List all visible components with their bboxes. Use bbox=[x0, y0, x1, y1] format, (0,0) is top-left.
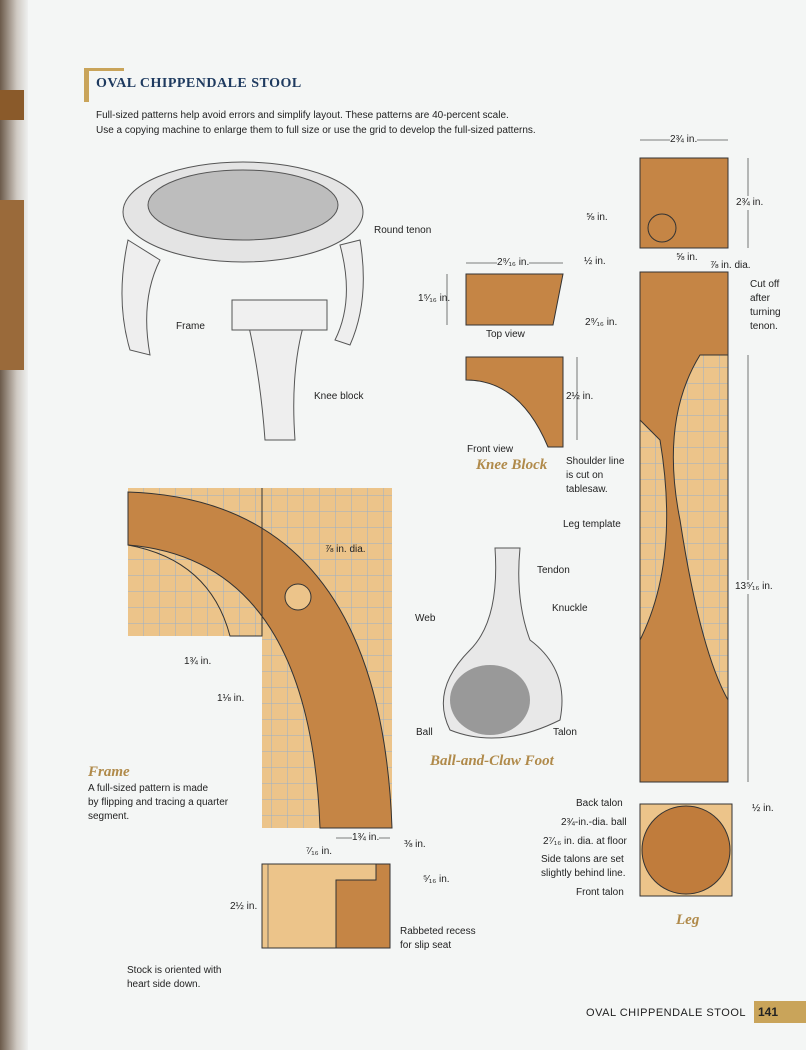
frame-dim-b: 1⅛ in. bbox=[217, 693, 245, 704]
profile-dim-b: ⅜ in. bbox=[404, 839, 426, 850]
profile-dim-a: ⁷⁄₁₆ in. bbox=[306, 846, 333, 857]
stock-note: Stock is oriented with heart side down. bbox=[127, 964, 222, 992]
leg-width: 2¾ in. bbox=[670, 133, 698, 147]
shoulder-note: Shoulder line is cut on tablesaw. bbox=[566, 455, 624, 497]
knee-block-caption: Knee Block bbox=[476, 457, 548, 473]
frame-caption: Frame bbox=[88, 764, 130, 780]
front-talon: Front talon bbox=[576, 887, 624, 898]
note-line: by flipping and tracing a quarter bbox=[88, 797, 229, 808]
page-title: OVAL CHIPPENDALE STOOL bbox=[96, 76, 302, 91]
note-line: A full-sized pattern is made bbox=[88, 783, 209, 794]
knee-height: 2½ in. bbox=[566, 391, 594, 402]
leg-foot-offset: ½ in. bbox=[752, 803, 774, 814]
foot-knuckle: Knuckle bbox=[552, 603, 588, 614]
floor-dia: 2⁷⁄₁₆ in. dia. at floor bbox=[543, 836, 627, 847]
note-line: Cut off bbox=[750, 279, 780, 290]
intro-line: Use a copying machine to enlarge them to… bbox=[96, 125, 536, 136]
leg-template-label: Leg template bbox=[563, 519, 621, 530]
back-talon: Back talon bbox=[576, 798, 623, 809]
frame-description: A full-sized pattern is made by flipping … bbox=[88, 782, 228, 824]
leg-template bbox=[639, 271, 729, 783]
note-line: Rabbeted recess bbox=[400, 926, 476, 937]
foot-caption: Ball-and-Claw Foot bbox=[430, 753, 554, 769]
note-line: slightly behind line. bbox=[541, 868, 626, 879]
label-frame: Frame bbox=[176, 321, 205, 332]
knee-block-front-view bbox=[465, 356, 564, 448]
foot-ball: Ball bbox=[416, 727, 433, 738]
leg-caption: Leg bbox=[676, 912, 700, 928]
profile-height: 2½ in. bbox=[230, 901, 258, 912]
title-accent bbox=[84, 68, 89, 102]
knee-front-view: Front view bbox=[467, 444, 514, 455]
side-talons-note: Side talons are set slightly behind line. bbox=[541, 853, 626, 881]
footer-title: OVAL CHIPPENDALE STOOL bbox=[586, 1007, 746, 1019]
foot-talon: Talon bbox=[553, 727, 577, 738]
profile-width: 1¾ in. bbox=[352, 831, 380, 845]
leg-offset-b: ½ in. bbox=[584, 256, 606, 267]
profile-dim-c: ⁵⁄₁₆ in. bbox=[423, 874, 450, 885]
note-line: after bbox=[750, 293, 771, 304]
stool-illustration bbox=[121, 161, 364, 441]
foot-tendon: Tendon bbox=[537, 565, 570, 576]
note-line: Side talons are set bbox=[541, 854, 624, 865]
foot-web: Web bbox=[415, 613, 436, 624]
cut-off-note: Cut off after turning tenon. bbox=[750, 278, 781, 334]
note-line: Stock is oriented with bbox=[127, 965, 222, 976]
leg-offset-c: ⅝ in. bbox=[676, 252, 698, 263]
title-accent bbox=[84, 68, 124, 71]
note-line: turning bbox=[750, 307, 781, 318]
note-line: segment. bbox=[88, 811, 130, 822]
page-number: 141 bbox=[754, 1001, 806, 1023]
leg-length: 13⁵⁄₁₆ in. bbox=[735, 580, 773, 594]
intro-line: Full-sized patterns help avoid errors an… bbox=[96, 110, 509, 121]
note-line: tenon. bbox=[750, 321, 778, 332]
ball-dia: 2¾-in.-dia. ball bbox=[561, 817, 627, 828]
label-knee-block: Knee block bbox=[314, 391, 364, 402]
ball-and-claw-foot-illustration bbox=[442, 547, 563, 739]
tenon-circle bbox=[647, 213, 677, 243]
intro-text: Full-sized patterns help avoid errors an… bbox=[96, 108, 576, 138]
knee-block-top-view bbox=[465, 273, 564, 326]
leg-offset-a: ⅝ in. bbox=[586, 212, 608, 223]
frame-dim-a: 1¾ in. bbox=[184, 656, 212, 667]
leg-tenon-length: 2⁹⁄₁₆ in. bbox=[585, 317, 618, 328]
knee-depth: 1⁵⁄₁₆ in. bbox=[418, 293, 451, 304]
frame-hole-dia: ⅞ in. dia. bbox=[325, 544, 366, 555]
leg-tenon-dia: ⅞ in. dia. bbox=[710, 260, 751, 271]
note-line: tablesaw. bbox=[566, 484, 608, 495]
note-line: for slip seat bbox=[400, 940, 452, 951]
note-line: is cut on bbox=[566, 470, 604, 481]
knee-width: 2⁹⁄₁₆ in. bbox=[497, 256, 530, 270]
leg-square-height: 2¾ in. bbox=[736, 196, 764, 210]
note-line: heart side down. bbox=[127, 979, 201, 990]
rabbet-note: Rabbeted recess for slip seat bbox=[400, 925, 476, 953]
knee-top-view: Top view bbox=[486, 329, 525, 340]
leg-top-square bbox=[639, 157, 729, 249]
note-line: Shoulder line bbox=[566, 456, 625, 467]
book-spine bbox=[0, 0, 28, 1050]
label-round-tenon: Round tenon bbox=[374, 225, 432, 236]
